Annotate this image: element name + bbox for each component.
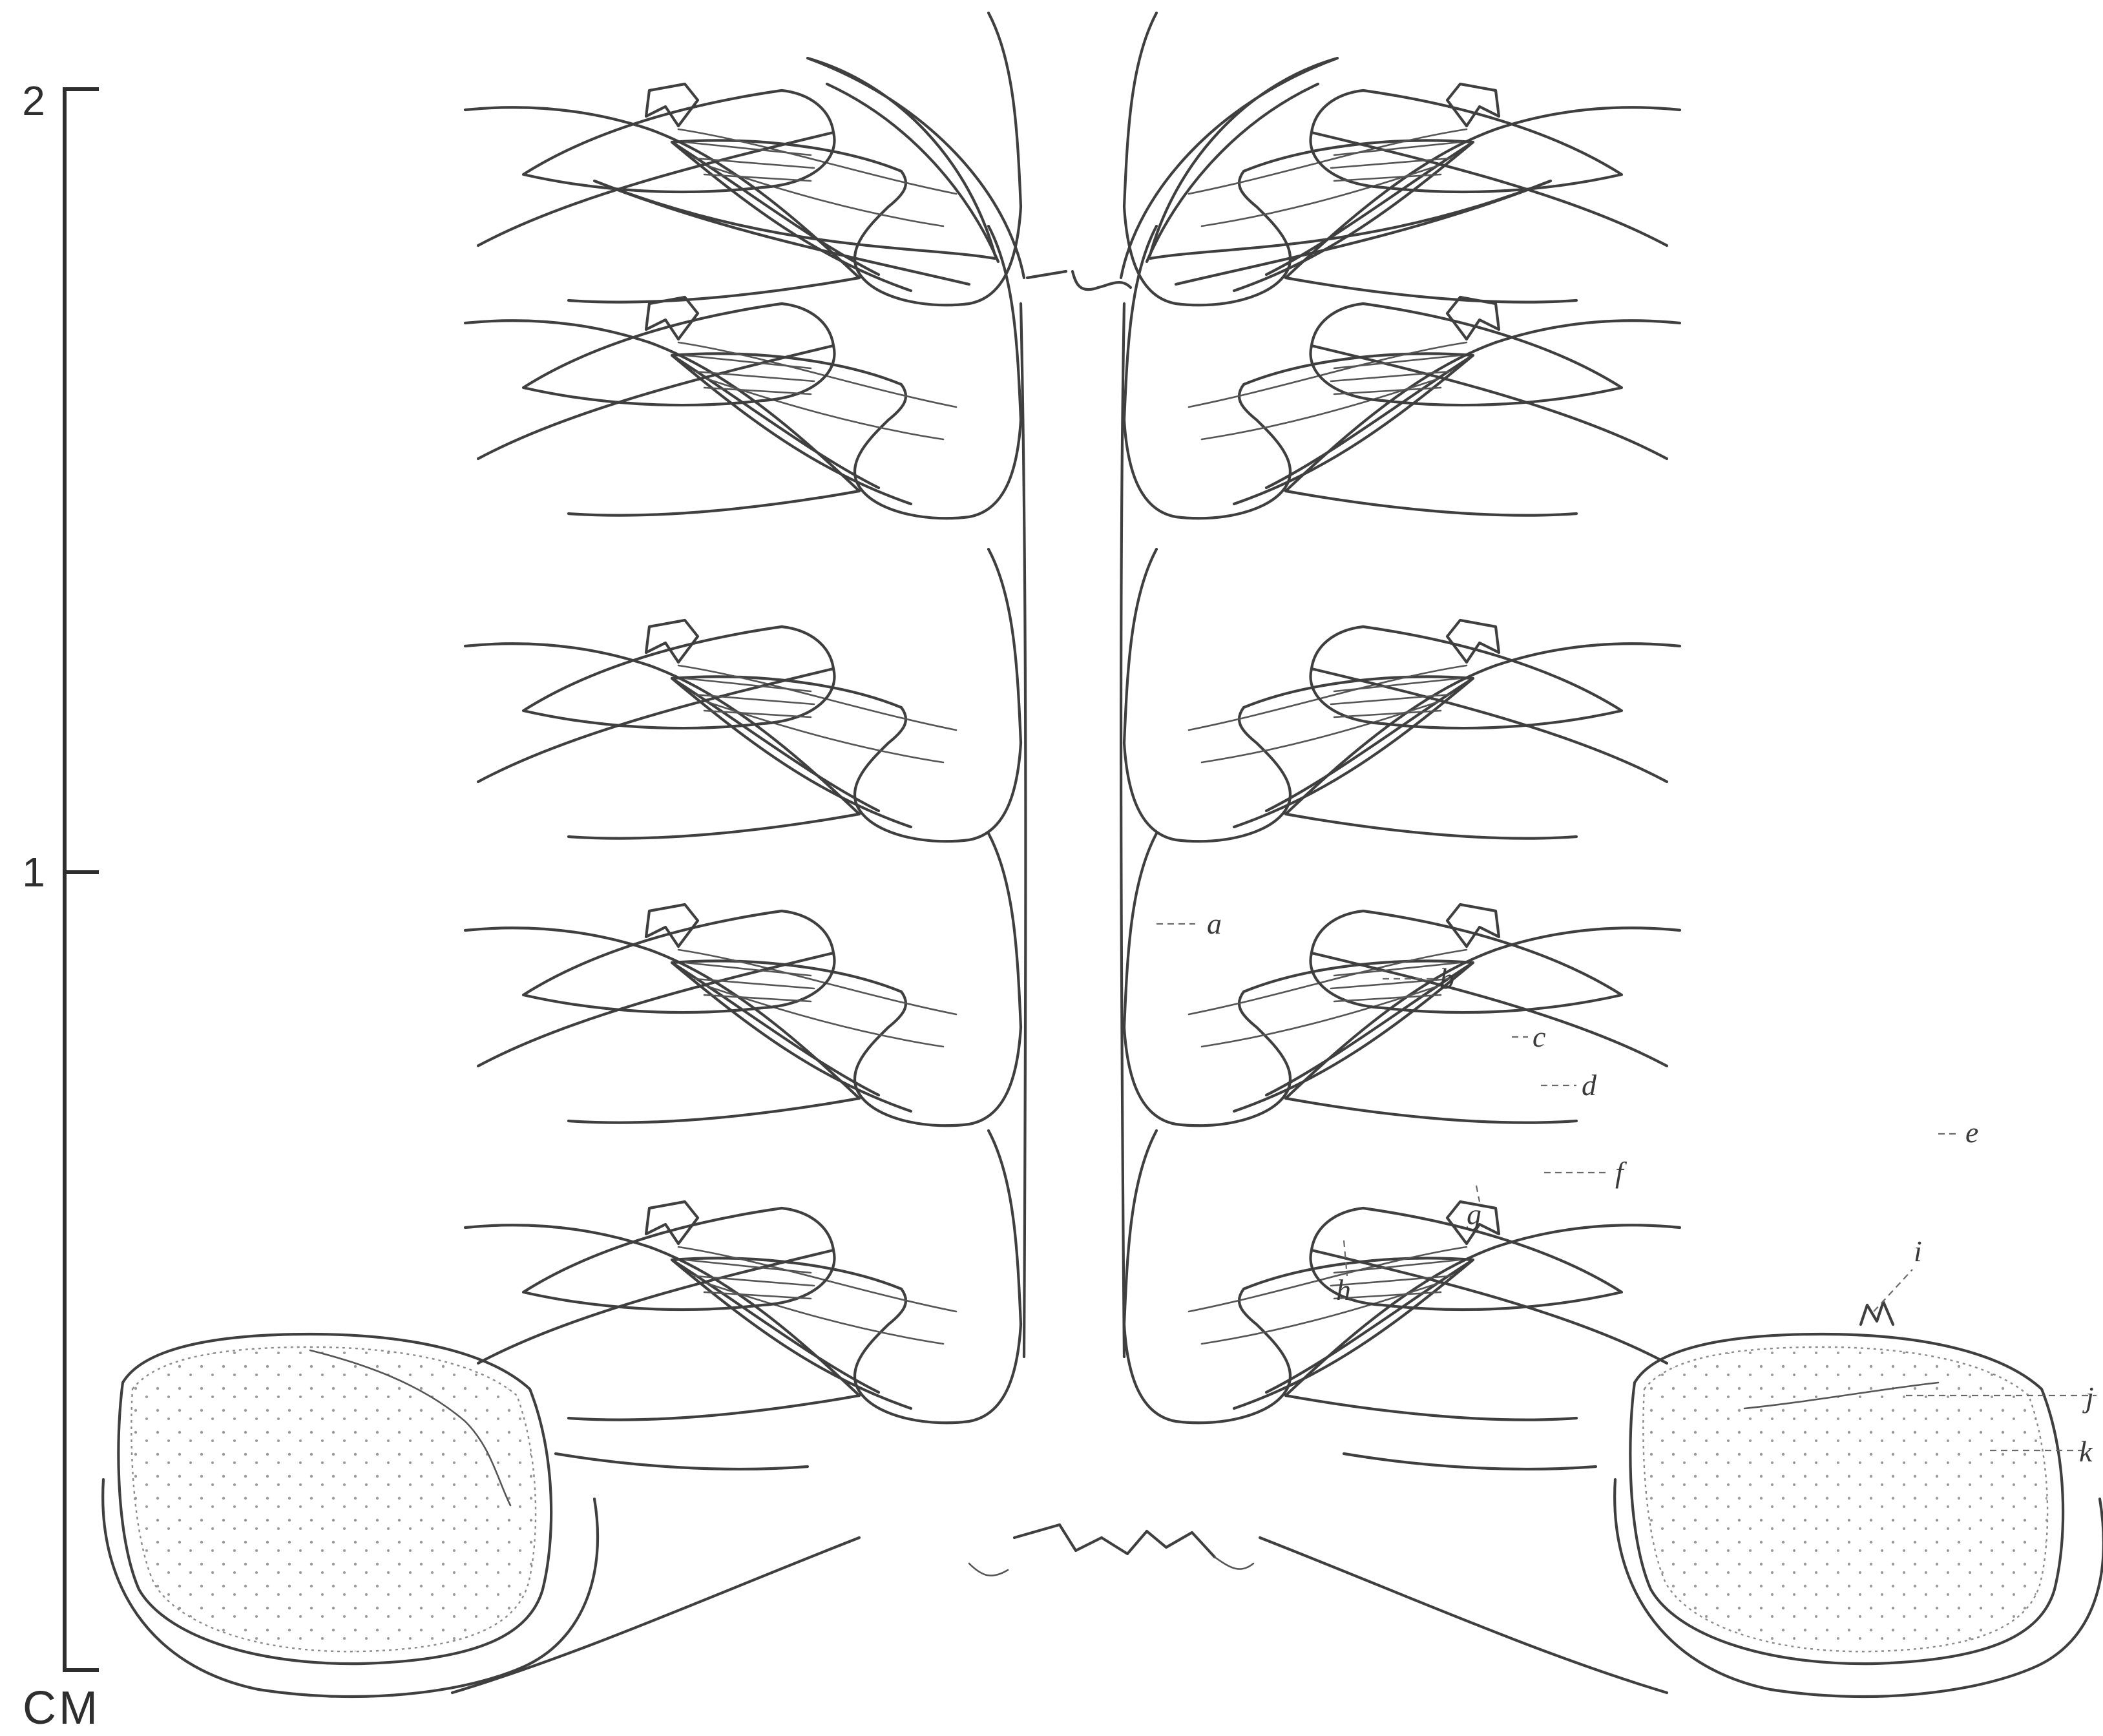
bulb-left: [103, 1334, 859, 1697]
segment-pair-1: [465, 13, 1680, 305]
label-a: a: [1207, 907, 1222, 940]
segment-pair-5: [465, 1131, 1680, 1423]
scale-bar-label-2: 2: [22, 78, 45, 124]
crown-spines: [594, 58, 1551, 284]
bulb-right: [1260, 1302, 2103, 1697]
scale-bar-unit: CM: [23, 1682, 100, 1734]
segment-pair-4: [465, 833, 1680, 1125]
scale-bar: 2 1 CM: [22, 78, 100, 1734]
label-k: k: [2079, 1435, 2093, 1468]
label-e: e: [1965, 1116, 1978, 1149]
label-d: d: [1582, 1069, 1597, 1102]
label-h: h: [1336, 1273, 1351, 1306]
label-j: j: [2082, 1381, 2094, 1414]
segment-pair-2: [465, 226, 1680, 518]
label-g: g: [1467, 1198, 1481, 1231]
label-c: c: [1533, 1020, 1545, 1053]
label-i: i: [1914, 1235, 1922, 1268]
label-f: f: [1615, 1156, 1627, 1189]
label-b: b: [1439, 962, 1454, 995]
segment-pair-3: [465, 549, 1680, 841]
scale-bar-label-1: 1: [22, 849, 45, 895]
